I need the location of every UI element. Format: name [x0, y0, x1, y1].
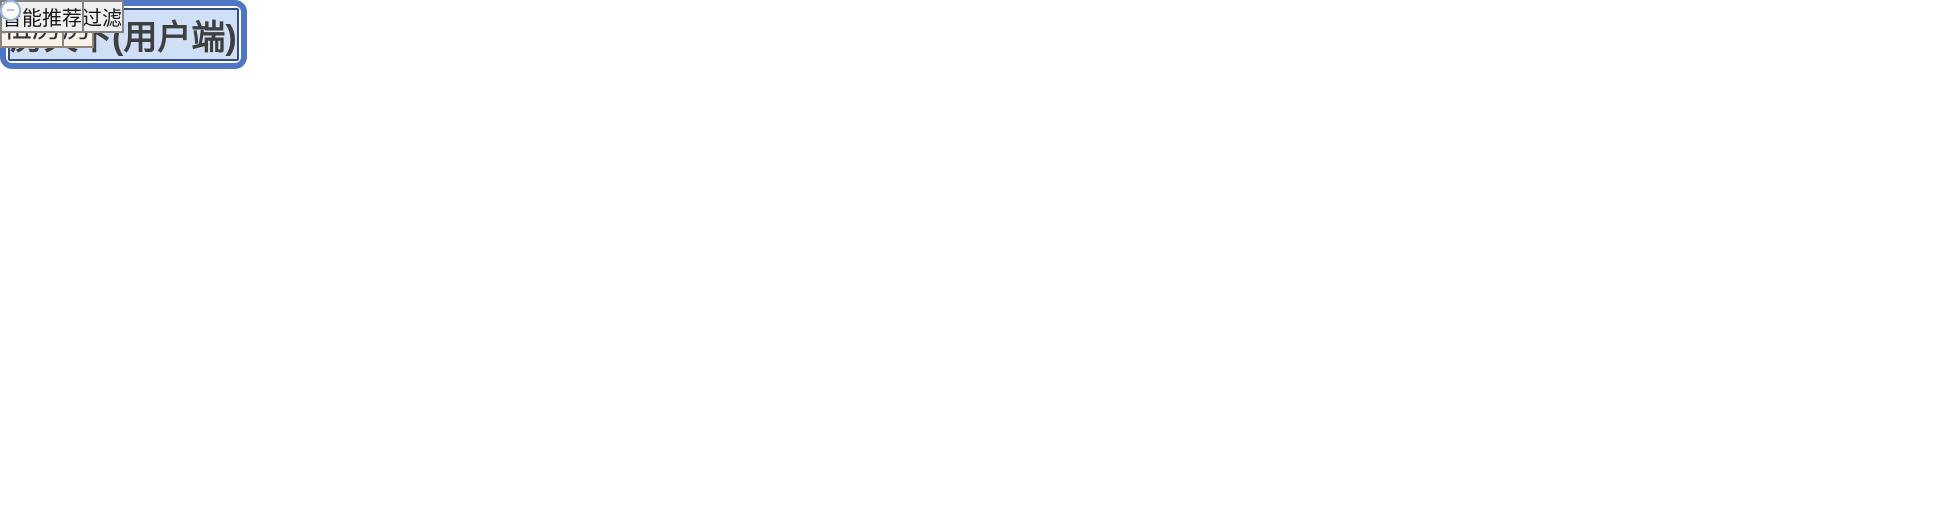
- collapse-badge-listing-display-2[interactable]: −: [0, 0, 21, 21]
- minus-icon: −: [6, 2, 15, 19]
